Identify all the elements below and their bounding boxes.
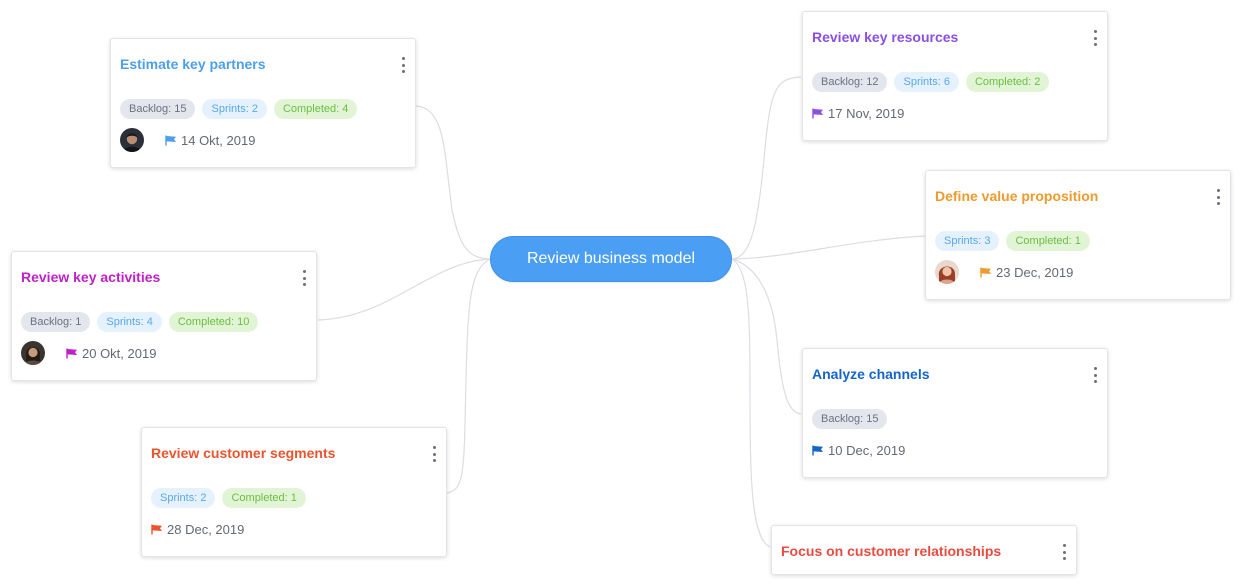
- card-title: Review key resources: [812, 29, 959, 45]
- completed-badge: Completed: 4: [273, 99, 358, 119]
- card-title: Review customer segments: [151, 445, 336, 461]
- avatar: [21, 341, 45, 365]
- sprints-badge: Sprints: 2: [202, 99, 267, 119]
- more-vertical-icon[interactable]: [1213, 189, 1223, 205]
- more-vertical-icon[interactable]: [398, 57, 408, 73]
- card-analyze-channels[interactable]: Analyze channels Backlog: 15 10 Dec, 201…: [802, 348, 1108, 478]
- backlog-badge: Backlog: 15: [120, 99, 196, 119]
- sprints-badge: Sprints: 6: [894, 72, 959, 92]
- completed-badge: Completed: 2: [965, 72, 1050, 92]
- due-date: 23 Dec, 2019: [996, 264, 1074, 280]
- more-vertical-icon[interactable]: [1090, 30, 1100, 46]
- card-title: Focus on customer relationships: [781, 543, 1002, 559]
- flag-icon: [980, 267, 991, 277]
- link-relationships: [731, 258, 771, 548]
- more-vertical-icon[interactable]: [1090, 367, 1100, 383]
- card-estimate-key-partners[interactable]: Estimate key partners Backlog: 15 Sprint…: [110, 38, 416, 168]
- card-review-key-resources[interactable]: Review key resources Backlog: 12 Sprints…: [802, 11, 1108, 141]
- card-title: Review key activities: [21, 269, 161, 285]
- due-date: 17 Nov, 2019: [828, 105, 905, 121]
- card-title: Estimate key partners: [120, 56, 266, 72]
- backlog-badge: Backlog: 1: [21, 312, 91, 332]
- backlog-badge: Backlog: 12: [812, 72, 888, 92]
- card-define-value-proposition[interactable]: Define value proposition Sprints: 3 Comp…: [925, 170, 1231, 300]
- center-node-label: Review business model: [526, 250, 696, 267]
- card-title: Define value proposition: [935, 188, 1099, 204]
- card-title: Analyze channels: [812, 366, 930, 382]
- link-value: [731, 235, 926, 260]
- card-review-key-activities[interactable]: Review key activities Backlog: 1 Sprints…: [11, 251, 317, 381]
- flag-icon: [165, 135, 176, 145]
- flag-icon: [812, 108, 823, 118]
- sprints-badge: Sprints: 3: [935, 231, 1000, 251]
- avatar: [120, 128, 144, 152]
- due-date: 10 Dec, 2019: [828, 442, 906, 458]
- sprints-badge: Sprints: 2: [151, 488, 216, 508]
- avatar: [935, 260, 959, 284]
- due-date: 20 Okt, 2019: [82, 345, 157, 361]
- due-date: 14 Okt, 2019: [181, 132, 256, 148]
- link-partners: [415, 105, 491, 260]
- flag-icon: [812, 445, 823, 455]
- backlog-badge: Backlog: 15: [812, 409, 888, 429]
- due-date: 28 Dec, 2019: [167, 521, 245, 537]
- sprints-badge: Sprints: 4: [97, 312, 162, 332]
- completed-badge: Completed: 1: [222, 488, 306, 508]
- card-review-customer-segments[interactable]: Review customer segments Sprints: 2 Comp…: [141, 427, 447, 557]
- center-node[interactable]: Review business model: [490, 236, 732, 282]
- flag-icon: [151, 524, 162, 534]
- link-segments: [446, 258, 491, 494]
- more-vertical-icon[interactable]: [299, 270, 309, 286]
- link-activities: [317, 258, 491, 321]
- link-resources: [731, 76, 802, 260]
- more-vertical-icon[interactable]: [429, 446, 439, 462]
- more-vertical-icon[interactable]: [1059, 544, 1069, 560]
- card-focus-on-customer-relationships[interactable]: Focus on customer relationships: [771, 525, 1077, 575]
- completed-badge: Completed: 10: [168, 312, 259, 332]
- link-channels: [731, 258, 802, 415]
- flag-icon: [66, 348, 77, 358]
- completed-badge: Completed: 1: [1006, 231, 1090, 251]
